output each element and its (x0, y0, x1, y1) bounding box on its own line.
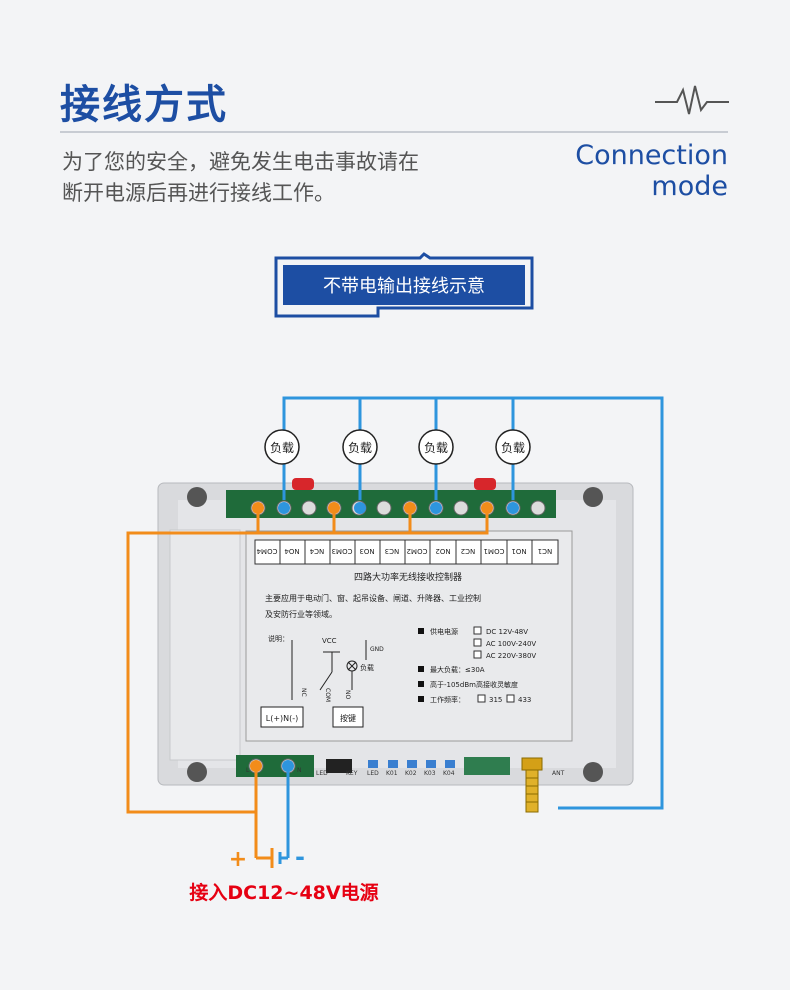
supply-label: 供电电源 (430, 627, 458, 636)
load-label: 负载 (348, 441, 372, 455)
terminal-label: NC3 (385, 547, 400, 555)
nc-label: NC (300, 688, 307, 697)
bottom-label: K03 (424, 770, 436, 777)
load-symbol-label: 负载 (360, 663, 374, 672)
load-circles: 负载 负载 负载 负载 (264, 429, 531, 465)
terminal-label: NO3 (359, 547, 374, 555)
freq-option: 433 (518, 696, 531, 704)
terminal-label: COM3 (332, 547, 353, 555)
intro-text-line1: 为了您的安全，避免发生电击事故请在 (62, 150, 419, 174)
power-source: + - 接入DC12~48V电源 (189, 843, 378, 904)
mount-hole (187, 762, 207, 782)
mount-hole (187, 487, 207, 507)
terminal-label: NO4 (284, 547, 300, 555)
bottom-label: K01 (386, 770, 398, 777)
terminal-label: NC4 (309, 547, 324, 555)
banner: 不带电输出接线示意 (274, 252, 534, 318)
panel-desc-line1: 主要应用于电动门、窗、起吊设备、闸道、升降器、工业控制 (265, 593, 481, 603)
english-title-line2: mode (651, 171, 728, 202)
orange-wires (126, 508, 489, 858)
supply-option: DC 12V-48V (486, 628, 528, 636)
bottom-label: ANT (552, 770, 565, 777)
page-title: 接线方式 (60, 82, 228, 128)
supply-option: AC 100V-240V (486, 640, 536, 648)
load-label: 负载 (270, 441, 294, 455)
mount-hole (583, 487, 603, 507)
bottom-label: K04 (443, 770, 455, 777)
mini-schematic (291, 640, 367, 700)
terminal-label: NC1 (538, 547, 553, 555)
load-label: 负载 (424, 441, 448, 455)
bottom-label: KEY (346, 770, 358, 777)
controller-device: COM4 NO4 NC4 COM3 NO3 NC3 COM2 NO2 NC2 C… (157, 478, 634, 813)
bottom-label: L (246, 767, 250, 774)
sensitivity: 高于-105dBm高接收灵敏度 (430, 680, 518, 689)
load-circle (264, 429, 300, 465)
note-label: 说明： (268, 634, 289, 643)
english-title-line1: Connection (575, 140, 728, 171)
terminal-label: NC2 (461, 547, 476, 555)
terminal-label: COM2 (407, 547, 428, 555)
intro-text-line2: 断开电源后再进行接线工作。 (62, 181, 335, 205)
top-terminal-block (226, 490, 556, 518)
bottom-label: LED (367, 770, 379, 777)
com-label: COM (324, 688, 331, 702)
freq-label: 工作频率： (430, 695, 465, 704)
load-circle (418, 429, 454, 465)
header-divider (60, 131, 728, 133)
panel-title: 四路大功率无线接收控制器 (354, 571, 462, 583)
pulse-icon (655, 85, 729, 115)
minus-sign: - (295, 843, 305, 871)
plus-sign: + (229, 847, 247, 872)
bottom-label: LED (316, 770, 328, 777)
load-label: 负载 (501, 441, 525, 455)
antenna-icon (521, 757, 543, 813)
terminal-label: NO2 (435, 547, 450, 555)
terminal-label: COM4 (256, 547, 277, 555)
bottom-label: K02 (405, 770, 417, 777)
vcc-label: VCC (322, 637, 337, 645)
supply-option: AC 220V-380V (486, 652, 536, 660)
power-label: 接入DC12~48V电源 (189, 881, 378, 904)
freq-option: 315 (489, 696, 502, 704)
max-load: 最大负载：≤30A (430, 665, 485, 674)
key-button (326, 759, 352, 773)
terminal-label: NO1 (511, 547, 526, 555)
mount-hole (583, 762, 603, 782)
power-terminal-label: L(+)N(-) (266, 714, 299, 723)
load-circle (495, 429, 531, 465)
label-plate (245, 530, 573, 742)
gnd-label: GND (370, 646, 384, 653)
banner-label: 不带电输出接线示意 (323, 276, 485, 297)
no-label: NO (344, 690, 351, 699)
bottom-label: N (297, 767, 302, 774)
terminal-dots (250, 502, 519, 772)
load-circle (342, 429, 378, 465)
key-label: 按键 (340, 713, 356, 723)
panel-desc-line2: 及安防行业等领域。 (265, 609, 337, 619)
terminal-label: COM1 (484, 547, 505, 555)
